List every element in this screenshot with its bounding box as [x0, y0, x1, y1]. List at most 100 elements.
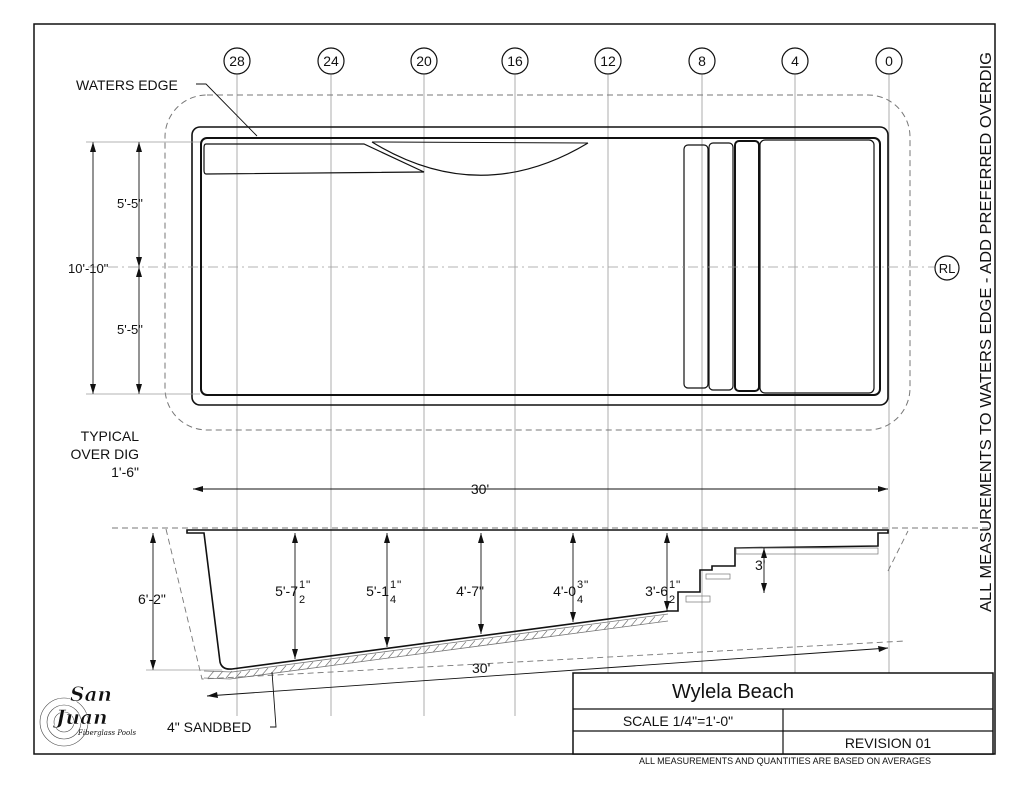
grid-label: 12 [600, 53, 616, 69]
hatch-mark [621, 619, 629, 628]
sandbed-bottom [203, 620, 669, 680]
hatch-mark [405, 648, 413, 657]
hatch-mark [558, 628, 566, 636]
hatch-mark [657, 615, 665, 623]
grid-bubble [501, 47, 529, 75]
arrow [570, 533, 576, 543]
arrow [150, 533, 156, 543]
depth-fraction-den: 4 [577, 594, 583, 606]
sandbed-top [203, 613, 669, 673]
centerline-symbol-text: RL [939, 261, 956, 276]
arrow [570, 612, 576, 622]
hatch-mark [594, 623, 602, 631]
hatch-mark [387, 651, 395, 659]
hatch-mark [261, 667, 269, 676]
depth-fraction-suffix: " [676, 578, 680, 592]
grid-bubble [594, 47, 622, 75]
grid-label: 20 [416, 53, 432, 69]
section-view [112, 527, 990, 728]
step-hatch-3 [735, 547, 879, 555]
hatch-mark [603, 622, 611, 630]
depth-fraction-den: 4 [390, 594, 396, 606]
curved-ledge [371, 141, 589, 176]
hatch-mark [630, 618, 638, 627]
title-block [572, 672, 994, 755]
logo-line2: Juan [52, 705, 108, 729]
hatch-mark [324, 659, 332, 667]
overall-width-label: 10'-10" [68, 261, 109, 276]
grid-label: 4 [791, 53, 799, 69]
curved-ledge-edge [371, 141, 589, 144]
hatch-mark [207, 670, 215, 679]
arrow [136, 384, 142, 394]
depth-label: 4'-7" [456, 583, 484, 599]
title-block-scale: SCALE 1/4"=1'-0" [623, 713, 733, 729]
centerline-symbol-circle [934, 255, 960, 281]
grid-label: 16 [507, 53, 523, 69]
grid-label: 28 [229, 53, 245, 69]
hatch-mark [459, 641, 467, 649]
grid-bubble [875, 47, 903, 75]
hatch-mark [297, 662, 305, 671]
title-block-footer-note: ALL MEASUREMENTS AND QUANTITIES ARE BASE… [639, 756, 931, 766]
hatch-mark [486, 637, 494, 646]
half-width-top-label: 5'-5" [117, 196, 143, 211]
step-1 [683, 144, 709, 389]
depth-fraction-suffix: " [397, 578, 401, 592]
hatch-mark [252, 668, 260, 677]
grid-label: 8 [698, 53, 706, 69]
depth-fraction-suffix: " [584, 578, 588, 592]
depth-label: 3'-6 [645, 583, 668, 599]
depth-fraction-num: 1 [669, 579, 675, 591]
step-3 [734, 140, 760, 392]
arrow [878, 486, 888, 492]
depth-fraction-den: 2 [299, 594, 305, 606]
pool-shell-section [186, 529, 889, 670]
section-overdig [165, 528, 906, 680]
depth-fraction-num: 1 [299, 579, 305, 591]
arrow [384, 533, 390, 543]
half-width-bottom-label: 5'-5" [117, 322, 143, 337]
depth-label: 5'-1 [366, 583, 389, 599]
grid-bubble [688, 47, 716, 75]
arrow [761, 548, 767, 558]
hatch-mark [648, 616, 656, 624]
hatch-mark [612, 621, 620, 629]
sandbed-leader [270, 671, 277, 728]
depth-fraction-den: 2 [669, 594, 675, 606]
hatch-mark [450, 642, 458, 651]
hatch-mark [315, 660, 323, 669]
bench-seat [203, 143, 425, 175]
hatch-mark [549, 629, 557, 637]
grid-label: 24 [323, 53, 339, 69]
logo-tagline: Fiberglass Pools [77, 729, 136, 737]
arrow [207, 692, 218, 698]
logo-swirl-1 [39, 697, 89, 747]
arrow [292, 649, 298, 659]
arrow [150, 660, 156, 670]
depth-fraction-num: 1 [390, 579, 396, 591]
grid-bubble [317, 47, 345, 75]
hatch-mark [351, 655, 359, 664]
overdig-outline [164, 94, 911, 431]
step-depth-label: 3' [755, 557, 765, 573]
over-dig-label-line2: OVER DIG [71, 446, 139, 462]
deep-end-depth-label: 6'-2" [138, 591, 166, 607]
drawing-border [33, 23, 996, 755]
arrow [478, 624, 484, 634]
depth-label: 5'-7 [275, 583, 298, 599]
hatch-mark [432, 645, 440, 653]
hatch-mark [639, 617, 647, 625]
hatch-mark [342, 657, 350, 665]
hatch-mark [333, 658, 341, 666]
depth-label: 4'-0 [553, 583, 576, 599]
hatch-mark [414, 647, 422, 655]
step-hatch-2 [705, 573, 731, 580]
sandbed-label: 4" SANDBED [167, 719, 251, 735]
grid-bubble [223, 47, 251, 75]
san-juan-logo: San Juan Fiberglass Pools [39, 682, 136, 747]
over-dig-value: 1'-6" [111, 464, 139, 480]
step-2 [708, 142, 734, 391]
arrow [292, 533, 298, 543]
